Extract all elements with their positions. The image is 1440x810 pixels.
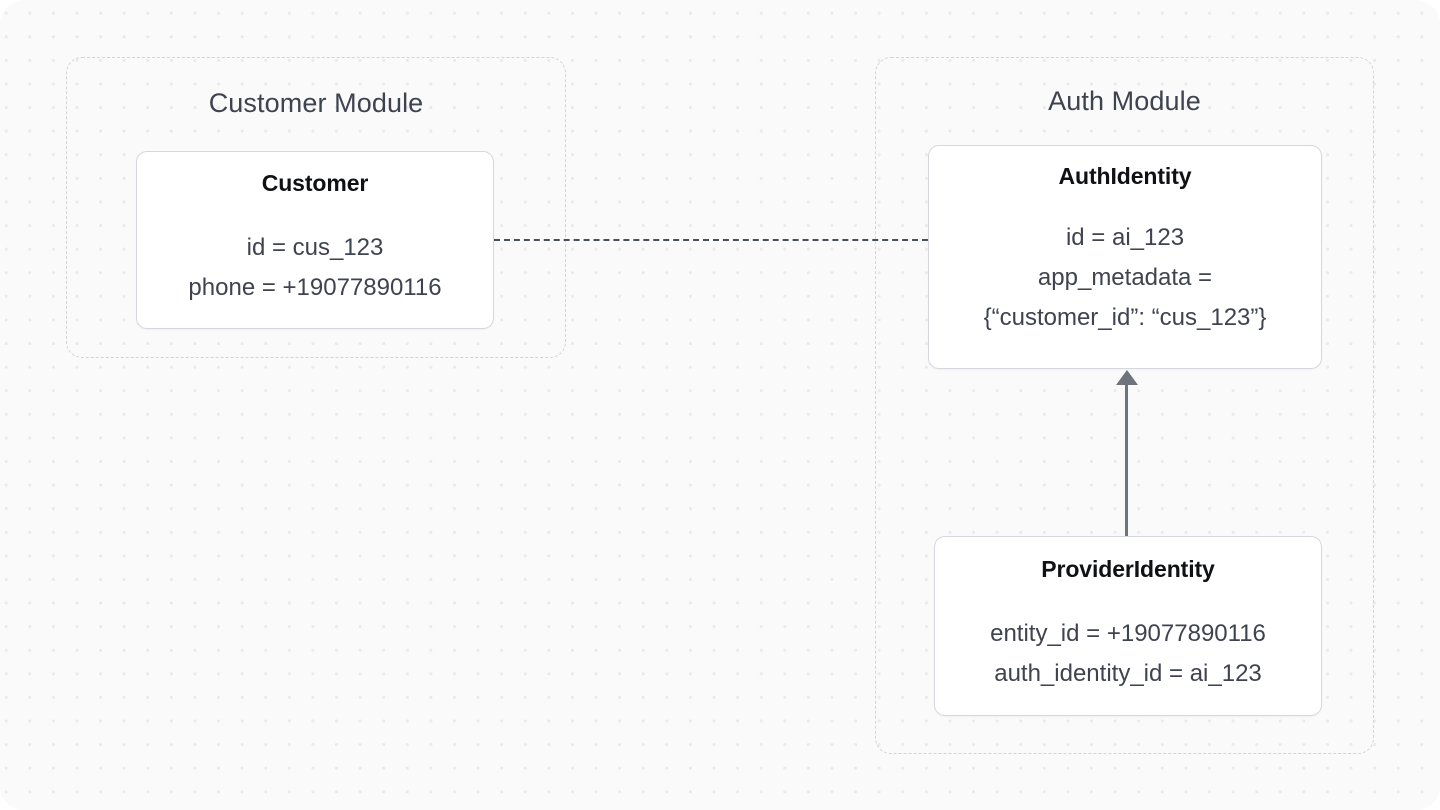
entity-attribute: id = cus_123 [246,234,384,261]
entity-attribute: id = ai_123 [1065,224,1185,251]
entity-attribute: {“customer_id”: “cus_123”} [983,304,1267,331]
entity-card-auth-identity[interactable]: AuthIdentity id = ai_123 app_metadata = … [928,145,1322,369]
connector-provider-identity-to-auth-identity [1125,384,1128,536]
module-auth: Auth Module [875,57,1374,754]
entity-title-customer: Customer [261,170,369,196]
entity-attributes-auth-identity: id = ai_123 app_metadata = {“customer_id… [929,218,1321,338]
entity-attributes-customer: id = cus_123 phone = +19077890116 [137,228,493,308]
entity-attribute: app_metadata = [1037,264,1213,291]
module-title-auth: Auth Module [1048,86,1201,116]
entity-card-customer[interactable]: Customer id = cus_123 phone = +190778901… [136,151,494,329]
entity-attribute: entity_id = +19077890116 [990,620,1266,647]
connector-customer-to-auth-identity [494,239,928,241]
entity-title-provider-identity: ProviderIdentity [1041,556,1215,582]
entity-title-auth-identity: AuthIdentity [1058,163,1192,189]
entity-card-provider-identity[interactable]: ProviderIdentity entity_id = +1907789011… [934,536,1322,716]
module-customer: Customer Module [66,57,566,358]
entity-attribute: auth_identity_id = ai_123 [994,660,1262,687]
module-title-customer: Customer Module [208,88,424,118]
entity-attribute: phone = +19077890116 [188,274,442,301]
entity-attributes-provider-identity: entity_id = +19077890116 auth_identity_i… [935,614,1321,694]
arrow-head-icon [1116,370,1138,385]
